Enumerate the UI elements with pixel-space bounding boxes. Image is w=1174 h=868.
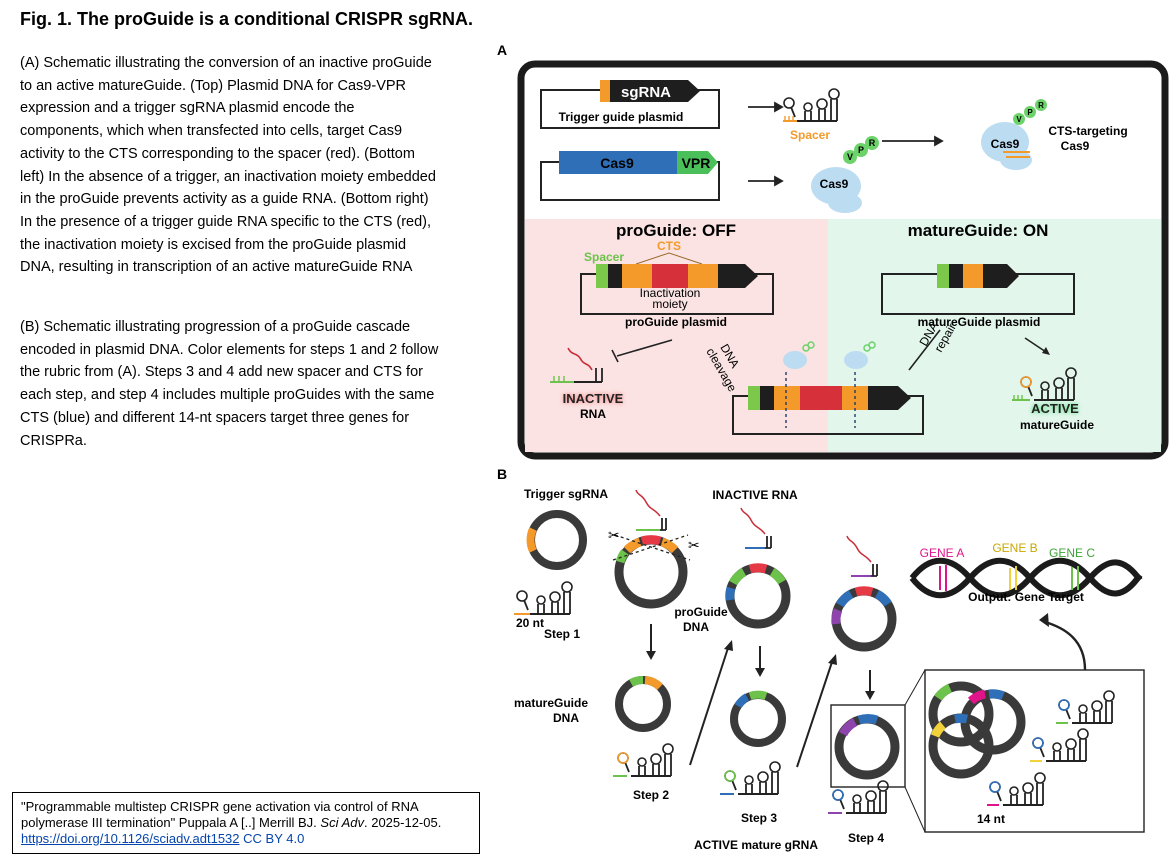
multi-proguide-rings xyxy=(928,681,1026,779)
dna-helix xyxy=(909,557,1143,599)
vpr-domain: V P R xyxy=(843,136,879,164)
proguide-plasmid xyxy=(580,264,774,315)
citation-box: "Programmable multistep CRISPR gene acti… xyxy=(12,792,480,854)
citation-date: . 2025-12-05. xyxy=(364,815,442,830)
output-label: Output: Gene Target xyxy=(968,590,1084,604)
v-label: V xyxy=(847,152,853,162)
cts-targeting-cas9: Cas9 V P R xyxy=(981,99,1047,170)
active-label: ACTIVE xyxy=(1031,401,1079,416)
cts-label: CTS xyxy=(657,239,681,253)
guide-b xyxy=(1030,728,1089,762)
active-arrow xyxy=(1024,337,1047,353)
p-label: P xyxy=(858,145,864,155)
scissors-left-icon: ✂ xyxy=(608,527,620,543)
v2-label: V xyxy=(1016,115,1022,124)
gene-b-label: GENE B xyxy=(992,541,1037,555)
matureguide-plasmid xyxy=(881,264,1075,315)
gene-c-label: GENE C xyxy=(1049,546,1095,560)
cts-targeting-cas9-label: Cas9 xyxy=(1061,139,1090,153)
step2-guide xyxy=(613,743,674,777)
panel-a-label: A xyxy=(497,42,507,58)
repair-arrow xyxy=(908,329,941,371)
step2-up-arrow xyxy=(689,647,729,766)
active-matureguide-structure xyxy=(1012,367,1077,401)
proguide-ring-step2 xyxy=(725,563,791,629)
inactivation-label: Inactivation xyxy=(640,286,701,300)
cas9-complex-label: Cas9 xyxy=(991,137,1020,151)
cas9-vpr-plasmid: Cas9 VPR xyxy=(540,151,720,201)
inactive-label: INACTIVE xyxy=(563,391,624,406)
step3-label: Step 3 xyxy=(741,811,777,825)
matureguide-plasmid-label: matureGuide plasmid xyxy=(918,315,1041,329)
cts-targeting-label: CTS-targeting xyxy=(1048,124,1127,138)
step4-label: Step 4 xyxy=(848,831,884,845)
caption-b: (B) Schematic illustrating progression o… xyxy=(20,319,439,449)
inhibition-arrow xyxy=(611,339,673,363)
matureguide-ring-step3 xyxy=(834,714,900,780)
doi-link[interactable]: https://doi.org/10.1126/sciadv.adt1532 xyxy=(21,831,240,846)
matureguide-dna-label-2: DNA xyxy=(553,711,579,725)
output-box xyxy=(924,669,1145,833)
trigger-guide-plasmid: sgRNA Trigger guide plasmid xyxy=(540,80,720,129)
trigger-sgrna-structure xyxy=(783,88,840,122)
matureguide-on-bg xyxy=(828,219,1161,452)
matureguide-label: matureGuide xyxy=(1020,418,1094,432)
inactive-rna-label: INACTIVE RNA xyxy=(712,488,798,502)
guide-c xyxy=(1056,690,1115,724)
sgrna-label: sgRNA xyxy=(621,84,671,101)
moiety-label: moiety xyxy=(652,297,687,311)
rna-label: RNA xyxy=(580,407,606,421)
cas9-protein-label: Cas9 xyxy=(820,177,849,191)
arrows-top xyxy=(748,101,944,187)
proguide-off-bg xyxy=(525,219,828,452)
proguide-off-title: proGuide: OFF xyxy=(616,221,736,240)
license-label: CC BY 4.0 xyxy=(243,831,305,846)
output-arrow xyxy=(1044,620,1087,671)
matureguide-dna-label-1: matureGuide xyxy=(514,696,588,710)
step2-inactive-rna xyxy=(740,507,772,549)
step2-label: Step 2 xyxy=(633,788,669,802)
step4-guide xyxy=(828,780,889,814)
step1-guide xyxy=(514,581,573,615)
panel-b-label: B xyxy=(497,466,507,482)
step1-label: Step 1 xyxy=(544,627,580,641)
step1-inactive-rna xyxy=(635,489,667,531)
guide-a xyxy=(987,772,1046,806)
step3-up-arrow xyxy=(796,661,833,768)
proguide-dna-label-2: DNA xyxy=(683,620,709,634)
matureguide-ring-step2 xyxy=(730,690,786,747)
spacer-label-top: Spacer xyxy=(790,128,830,142)
p2-label: P xyxy=(1027,108,1033,117)
proguide-ring-step3 xyxy=(831,586,897,652)
matureguide-ring-step1 xyxy=(615,676,671,732)
inactive-rna-structure xyxy=(550,347,603,383)
caption-a: (A) Schematic illustrating the conversio… xyxy=(20,55,436,276)
trigger-sgrna-label: Trigger sgRNA xyxy=(524,487,608,501)
matureguide-on-title: matureGuide: ON xyxy=(908,221,1049,240)
nt14-label: 14 nt xyxy=(977,812,1005,826)
vpr-gene-label: VPR xyxy=(682,155,711,171)
proguide-ring-step1: ✂ ✂ xyxy=(608,527,700,609)
citation-journal: Sci Adv xyxy=(320,815,364,830)
nt20-label: 20 nt xyxy=(516,616,544,630)
r-label: R xyxy=(869,138,876,148)
active-mature-grna-label: ACTIVE mature gRNA xyxy=(694,838,818,852)
scissors-right-icon: ✂ xyxy=(688,537,700,553)
step3-guide xyxy=(720,761,781,795)
r2-label: R xyxy=(1038,101,1044,110)
trigger-plasmid-label: Trigger guide plasmid xyxy=(559,110,684,124)
gene-a-label: GENE A xyxy=(920,546,965,560)
trigger-plasmid-ring xyxy=(526,510,587,570)
step4-box xyxy=(830,704,906,788)
cleavage-plasmid xyxy=(732,341,924,435)
cas9-protein: Cas9 xyxy=(811,167,862,213)
cas9-gene-label: Cas9 xyxy=(600,155,634,171)
citation-text: "Programmable multistep CRISPR gene acti… xyxy=(21,799,418,830)
proguide-dna-label-1: proGuide xyxy=(674,605,728,619)
step3-inactive-rna xyxy=(846,535,878,577)
spacer-label-off: Spacer xyxy=(584,250,624,264)
proguide-plasmid-label: proGuide plasmid xyxy=(625,315,727,329)
figure-title: Fig. 1. The proGuide is a conditional CR… xyxy=(20,9,474,29)
